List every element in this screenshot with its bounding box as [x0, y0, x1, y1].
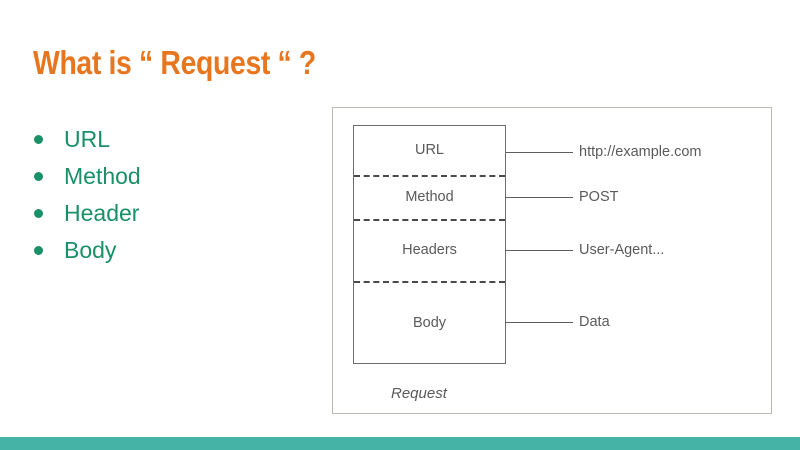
- bullet-label-body: Body: [64, 237, 117, 263]
- bullet-dot-icon: [34, 246, 43, 255]
- bullet-label-header: Header: [64, 200, 140, 226]
- request-section-url: URL: [354, 126, 505, 175]
- value-label-url: http://example.com: [579, 143, 702, 160]
- section-label-method: Method: [405, 188, 454, 205]
- request-diagram-panel: URL Method Headers Body http://example.c…: [332, 107, 772, 414]
- connector-line-method: [506, 197, 573, 198]
- connector-line-url: [506, 152, 573, 153]
- bullet-list: URL Method Header Body: [34, 121, 141, 269]
- bullet-label-url: URL: [64, 126, 111, 152]
- connector-line-headers: [506, 250, 573, 251]
- section-label-body: Body: [412, 314, 447, 331]
- footer-accent-bar: [0, 437, 800, 450]
- bullet-dot-icon: [34, 209, 43, 218]
- section-label-url: URL: [414, 142, 444, 159]
- list-item: Header: [34, 195, 141, 232]
- request-structure-box: URL Method Headers Body: [353, 125, 506, 364]
- bullet-label-method: Method: [64, 163, 141, 189]
- section-divider: [354, 281, 505, 283]
- diagram-caption: Request: [391, 385, 447, 402]
- page-title: What is “ Request “ ?: [33, 44, 316, 81]
- request-section-headers: Headers: [354, 219, 505, 281]
- list-item: Method: [34, 158, 141, 195]
- value-label-method: POST: [579, 188, 619, 205]
- list-item: URL: [34, 121, 141, 158]
- connector-line-body: [506, 322, 573, 323]
- request-section-body: Body: [354, 281, 505, 365]
- bullet-dot-icon: [34, 172, 43, 181]
- section-label-headers: Headers: [402, 241, 457, 258]
- value-label-headers: User-Agent...: [579, 241, 665, 258]
- request-section-method: Method: [354, 175, 505, 219]
- section-divider: [354, 219, 505, 221]
- value-label-body: Data: [579, 313, 610, 330]
- section-divider: [354, 175, 505, 177]
- list-item: Body: [34, 232, 141, 269]
- bullet-dot-icon: [34, 135, 43, 144]
